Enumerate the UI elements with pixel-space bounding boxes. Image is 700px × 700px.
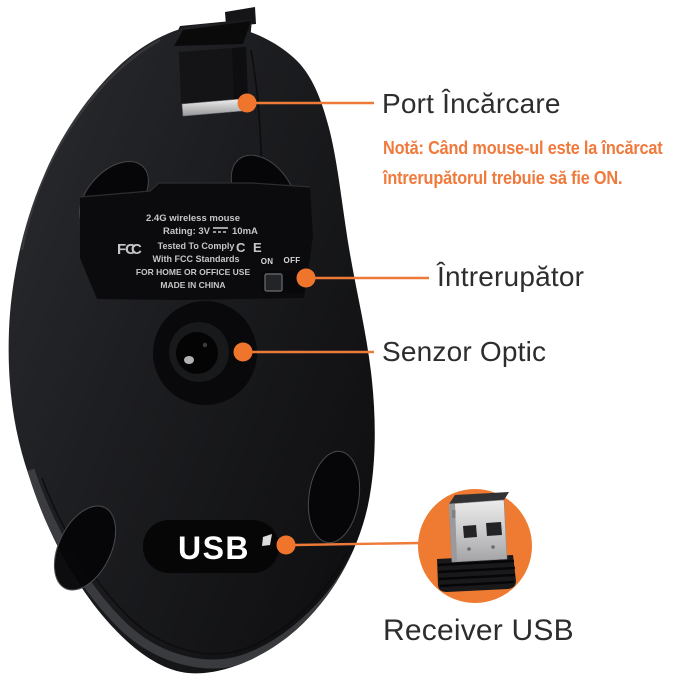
usb-dongle-icon: [437, 492, 516, 592]
usb-receiver-label: Receiver USB: [383, 614, 574, 647]
lens-glint: [202, 342, 208, 348]
power-switch-label: Întrerupător: [437, 261, 585, 292]
switch-off-label: OFF: [284, 256, 301, 265]
label-plate-bevel: [79, 182, 311, 198]
plate-line-use: FOR HOME OR OFFICE USE: [136, 267, 251, 277]
receiver-callout-dot: [276, 535, 296, 555]
glide-pad-bottom-left: [53, 505, 117, 591]
plate-rating-suffix: 10mA: [232, 226, 258, 237]
optical-sensor-label: Senzor Optic: [382, 336, 547, 367]
charging-note-line1: Notă: Când mouse-ul este la încărcat: [383, 137, 663, 158]
dc-symbol-icon: [213, 227, 228, 233]
receiver-callout-line: [293, 541, 421, 547]
sensor-callout-dot: [233, 342, 253, 362]
optical-sensor-lens: [176, 332, 218, 374]
svg-text:FC: FC: [117, 241, 136, 258]
edge-highlight: [20, 38, 161, 251]
plate-line-tested: Tested To Comply: [158, 241, 235, 251]
charging-note-line2: întrerupătorul trebuie să fie ON.: [383, 167, 623, 188]
usb-compartment-label: USB: [178, 530, 250, 566]
plate-line-product: 2.4G wireless mouse: [146, 213, 240, 224]
top-wedge: [174, 21, 251, 46]
plate-line-origin: MADE IN CHINA: [160, 280, 225, 290]
callout-lines: [251, 101, 429, 547]
charging-port-callout-dot: [237, 93, 257, 113]
svg-text:C: C: [131, 241, 142, 258]
usb-compartment: [143, 520, 279, 573]
plate-line-standards: With FCC Standards: [153, 254, 240, 264]
ce-logo: C E: [236, 240, 264, 255]
charging-port-recess: [179, 47, 248, 104]
callout-dots: [233, 93, 316, 555]
charging-port-label: Port Încărcare: [382, 88, 561, 119]
usb-slot-notch: [262, 534, 272, 546]
plate-rating-prefix: Rating: 3V: [163, 226, 211, 237]
charging-port-recess-shadow: [232, 47, 248, 102]
lens-highlight: [184, 356, 194, 364]
label-plate: [80, 183, 313, 300]
switch-on-label: ON: [261, 257, 274, 266]
switch-callout-dot: [296, 268, 316, 288]
glide-pad-bottom-right: [307, 450, 361, 544]
power-switch-knob: [264, 273, 283, 292]
fcc-logo: FC C: [117, 241, 142, 258]
charging-note: Notă: Când mouse-ul este la încărcat înt…: [383, 133, 663, 193]
